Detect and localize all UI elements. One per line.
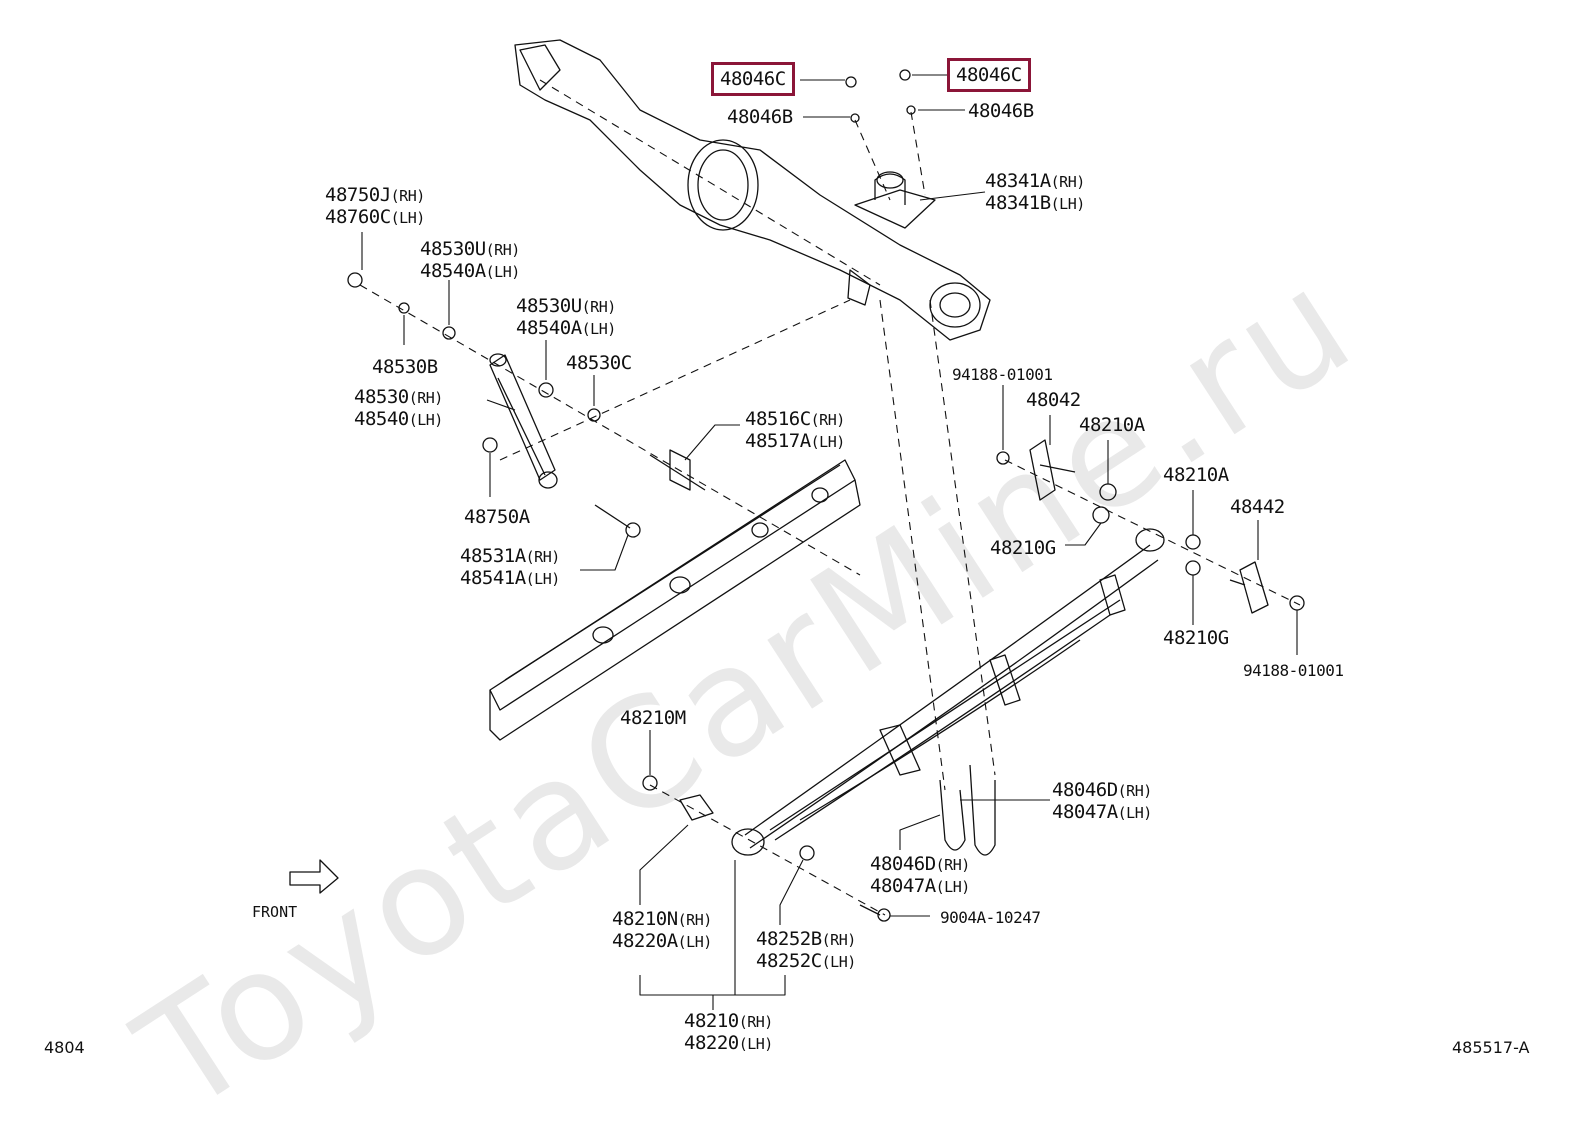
parts-diagram [289, 39, 1305, 1010]
part-label-48531a[interactable]: 48531A(RH) [460, 545, 560, 567]
frame-rail-drawing [489, 459, 861, 741]
shackle-drawing [1029, 439, 1269, 614]
part-label-48540[interactable]: 48540(LH) [354, 408, 443, 430]
part-label-48530u-b[interactable]: 48530U(RH) [516, 295, 616, 317]
part-label-48046d-bottom[interactable]: 48046D(RH) [870, 853, 970, 875]
part-label-48047a-right[interactable]: 48047A(LH) [1052, 801, 1152, 823]
part-label-48210n[interactable]: 48210N(RH) [612, 908, 712, 930]
part-label-48047a-bottom[interactable]: 48047A(LH) [870, 875, 970, 897]
bump-stopper-drawing [854, 171, 936, 229]
part-label-48760c[interactable]: 48760C(LH) [325, 206, 425, 228]
part-label-48220[interactable]: 48220(LH) [684, 1032, 773, 1054]
diagram-figure-id: 485517-A [1452, 1038, 1530, 1057]
part-label-48530b[interactable]: 48530B [372, 356, 438, 378]
part-label-48046c-right[interactable]: 48046C [947, 58, 1031, 92]
part-label-48530[interactable]: 48530(RH) [354, 386, 443, 408]
part-label-48252c[interactable]: 48252C(LH) [756, 950, 856, 972]
part-label-9004a-10247[interactable]: 9004A-10247 [940, 908, 1041, 927]
part-label-48210m[interactable]: 48210M [620, 707, 686, 729]
shock-absorber-drawing [489, 353, 558, 489]
part-label-48341a[interactable]: 48341A(RH) [985, 170, 1085, 192]
assembly-lines [359, 79, 1301, 916]
diagram-section-number: 4804 [44, 1038, 85, 1057]
part-label-48210g-1[interactable]: 48210G [990, 537, 1056, 559]
part-label-48210a-1[interactable]: 48210A [1079, 414, 1145, 436]
front-direction-label: FRONT [252, 903, 298, 921]
part-label-48442[interactable]: 48442 [1230, 496, 1285, 518]
part-label-48516c[interactable]: 48516C(RH) [745, 408, 845, 430]
part-label-48530c[interactable]: 48530C [566, 352, 632, 374]
part-label-48341b[interactable]: 48341B(LH) [985, 192, 1085, 214]
part-label-48210[interactable]: 48210(RH) [684, 1010, 773, 1032]
part-label-48541a[interactable]: 48541A(LH) [460, 567, 560, 589]
part-label-48046b-right[interactable]: 48046B [968, 100, 1034, 122]
part-label-48517a[interactable]: 48517A(LH) [745, 430, 845, 452]
u-bolt-drawing [939, 764, 996, 856]
front-arrow-icon [289, 859, 339, 894]
part-label-48046b-left[interactable]: 48046B [727, 106, 793, 128]
part-label-48046d-right[interactable]: 48046D(RH) [1052, 779, 1152, 801]
part-label-48540a-a[interactable]: 48540A(LH) [420, 260, 520, 282]
leader-lines [361, 74, 1298, 1010]
axle-housing-drawing [514, 39, 991, 341]
part-label-48252b[interactable]: 48252B(RH) [756, 928, 856, 950]
part-label-48210g-2[interactable]: 48210G [1163, 627, 1229, 649]
part-label-48220a[interactable]: 48220A(LH) [612, 930, 712, 952]
part-label-48750j[interactable]: 48750J(RH) [325, 184, 425, 206]
part-label-48530u-a[interactable]: 48530U(RH) [420, 238, 520, 260]
part-label-48750a[interactable]: 48750A [464, 506, 530, 528]
part-label-48540a-b[interactable]: 48540A(LH) [516, 317, 616, 339]
part-label-94188-top[interactable]: 94188-01001 [952, 365, 1053, 384]
part-label-94188-bottom[interactable]: 94188-01001 [1243, 661, 1344, 680]
part-label-48042[interactable]: 48042 [1026, 389, 1081, 411]
leaf-spring-drawing [731, 528, 1165, 856]
part-label-48046c-left[interactable]: 48046C [711, 62, 795, 96]
part-label-48210a-2[interactable]: 48210A [1163, 464, 1229, 486]
